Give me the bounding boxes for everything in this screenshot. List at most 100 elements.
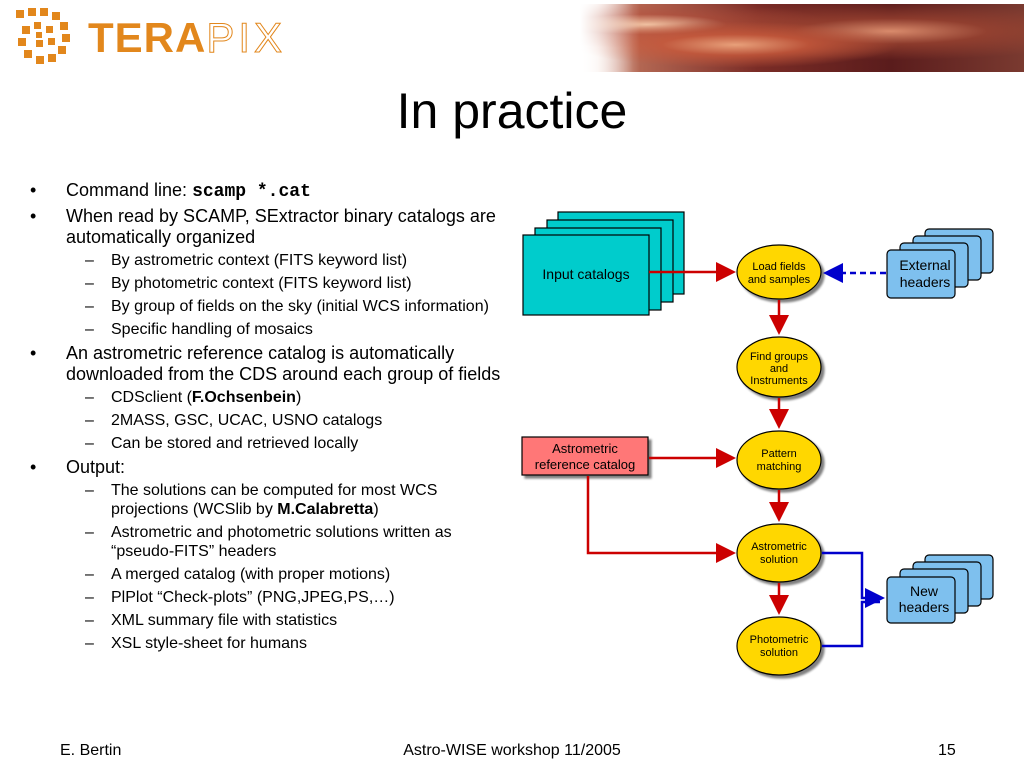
sub-bullet-text: ) bbox=[373, 501, 379, 518]
sub-bullet-text: XSL style-sheet for humans bbox=[111, 635, 307, 652]
pattern-label-2: matching bbox=[757, 461, 802, 473]
banner-fade bbox=[580, 4, 640, 72]
astrometric-solution-node: Astrometric solution bbox=[736, 523, 822, 583]
sub-bullet: –XSL style-sheet for humans bbox=[30, 634, 510, 653]
author-name: F.Ochsenbein bbox=[191, 389, 296, 406]
logo-wordmark: TERAPIX bbox=[88, 14, 286, 62]
sub-bullet: –CDSclient (F.Ochsenbein) bbox=[30, 388, 510, 407]
spiral-logo-icon bbox=[16, 8, 70, 64]
astro-ref-label-1: Astrometric bbox=[552, 441, 618, 456]
find-label-2: and bbox=[770, 363, 788, 375]
input-catalogs-label: Input catalogs bbox=[542, 266, 629, 282]
sub-bullet-dash: – bbox=[85, 635, 94, 652]
sub-bullet-text: Astrometric and photometric solutions wr… bbox=[111, 524, 452, 560]
astrosol-label-1: Astrometric bbox=[751, 541, 807, 553]
sub-bullet-dash: – bbox=[85, 524, 94, 541]
external-label-1: External bbox=[899, 257, 950, 273]
sub-bullet-text: CDSclient ( bbox=[111, 389, 192, 406]
external-headers-stack: External headers bbox=[886, 228, 994, 299]
photosol-label-1: Photometric bbox=[750, 634, 809, 646]
bullet-binary-catalogs: • When read by SCAMP, SExtractor binary … bbox=[30, 206, 510, 248]
sub-bullet-text: By group of fields on the sky (initial W… bbox=[111, 298, 489, 315]
sub-bullet: –By photometric context (FITS keyword li… bbox=[30, 274, 510, 293]
sub-bullet: –Astrometric and photometric solutions w… bbox=[30, 523, 510, 561]
find-label-1: Find groups bbox=[750, 351, 809, 363]
load-label-2: and samples bbox=[748, 274, 811, 286]
arrow-astrosol-to-new bbox=[822, 551, 885, 608]
arrow-photosol-to-new bbox=[822, 600, 880, 648]
bullet-dot: • bbox=[30, 343, 37, 363]
sub-bullet-text: The solutions can be computed for most W… bbox=[111, 482, 438, 518]
load-fields-node: Load fields and samples bbox=[736, 244, 822, 300]
logo-tera: TERA bbox=[88, 14, 207, 61]
photometric-solution-node: Photometric solution bbox=[736, 616, 822, 676]
sub-bullet-text: ) bbox=[295, 389, 302, 406]
sub-bullet-text: By photometric context (FITS keyword lis… bbox=[111, 275, 412, 292]
photosol-label-2: solution bbox=[760, 647, 798, 659]
bullet-dot: • bbox=[30, 457, 37, 477]
sub-bullet-dash: – bbox=[85, 482, 94, 499]
slide-content: • Command line: scamp *.cat • When read … bbox=[30, 180, 510, 657]
sub-bullet: –By astrometric context (FITS keyword li… bbox=[30, 251, 510, 270]
sub-bullet-text: Specific handling of mosaics bbox=[111, 321, 313, 338]
sub-bullet-dash: – bbox=[85, 389, 94, 406]
sub-bullet-dash: – bbox=[85, 589, 94, 606]
sub-bullet-dash: – bbox=[85, 321, 94, 338]
pattern-label-1: Pattern bbox=[761, 448, 796, 460]
new-label-1: New bbox=[910, 583, 939, 599]
sub-bullet: –Specific handling of mosaics bbox=[30, 320, 510, 339]
sub-bullet: –By group of fields on the sky (initial … bbox=[30, 297, 510, 316]
terapix-logo: TERAPIX bbox=[10, 4, 310, 72]
find-label-3: Instruments bbox=[750, 375, 808, 387]
bullet-reference-catalog: • An astrometric reference catalog is au… bbox=[30, 343, 510, 385]
bullet-output: • Output: bbox=[30, 457, 510, 478]
sub-bullet-dash: – bbox=[85, 275, 94, 292]
flow-arrows bbox=[586, 262, 886, 648]
sub-bullet-dash: – bbox=[85, 566, 94, 583]
external-label-2: headers bbox=[900, 274, 951, 290]
sub-bullet: –Can be stored and retrieved locally bbox=[30, 434, 510, 453]
bullet-text: When read by SCAMP, SExtractor binary ca… bbox=[66, 206, 496, 247]
sub-bullet: –PlPlot “Check-plots” (PNG,JPEG,PS,…) bbox=[30, 588, 510, 607]
footer-page-number: 15 bbox=[938, 742, 956, 759]
sub-bullet: –The solutions can be computed for most … bbox=[30, 481, 510, 519]
sub-bullet-dash: – bbox=[85, 252, 94, 269]
astrosol-label-2: solution bbox=[760, 554, 798, 566]
sub-bullet-text: A merged catalog (with proper motions) bbox=[111, 566, 391, 583]
astro-ref-label-2: reference catalog bbox=[535, 457, 635, 472]
slide-title: In practice bbox=[396, 83, 628, 139]
sub-bullet-dash: – bbox=[85, 412, 94, 429]
footer-event: Astro-WISE workshop 11/2005 bbox=[403, 742, 621, 759]
sub-bullet-text: Can be stored and retrieved locally bbox=[111, 435, 359, 452]
sub-bullet-dash: – bbox=[85, 435, 94, 452]
astrometric-reference-box: Astrometric reference catalog bbox=[521, 436, 649, 476]
bullet-command-line: • Command line: scamp *.cat bbox=[30, 180, 510, 203]
command-code: scamp *.cat bbox=[192, 182, 311, 202]
sub-bullet-text: PlPlot “Check-plots” (PNG,JPEG,PS,…) bbox=[111, 589, 395, 606]
footer-author: E. Bertin bbox=[60, 742, 122, 759]
new-headers-stack: New headers bbox=[886, 554, 994, 624]
bullet-text: Command line: bbox=[66, 180, 193, 200]
sub-bullet-text: By astrometric context (FITS keyword lis… bbox=[111, 252, 408, 269]
sub-bullet-text: XML summary file with statistics bbox=[111, 612, 338, 629]
arrow-ref-to-astrosol bbox=[586, 476, 736, 563]
author-name: M.Calabretta bbox=[277, 501, 374, 518]
find-groups-node: Find groups and Instruments bbox=[736, 336, 822, 398]
bullet-dot: • bbox=[30, 180, 37, 200]
sub-bullet-dash: – bbox=[85, 612, 94, 629]
bullet-dot: • bbox=[30, 206, 37, 226]
new-label-2: headers bbox=[899, 599, 950, 615]
sub-bullet: –A merged catalog (with proper motions) bbox=[30, 565, 510, 584]
sub-bullet-dash: – bbox=[85, 298, 94, 315]
sub-bullet-text: 2MASS, GSC, UCAC, USNO catalogs bbox=[111, 412, 383, 429]
nebula-banner-image bbox=[580, 4, 1024, 72]
load-label-1: Load fields bbox=[752, 261, 806, 273]
input-catalogs-stack: Input catalogs bbox=[522, 211, 685, 316]
sub-bullet: –2MASS, GSC, UCAC, USNO catalogs bbox=[30, 411, 510, 430]
pattern-matching-node: Pattern matching bbox=[736, 430, 822, 490]
sub-bullet: –XML summary file with statistics bbox=[30, 611, 510, 630]
logo-pix: PIX bbox=[206, 14, 287, 62]
bullet-text: An astrometric reference catalog is auto… bbox=[66, 343, 501, 384]
bullet-text: Output: bbox=[66, 457, 126, 477]
